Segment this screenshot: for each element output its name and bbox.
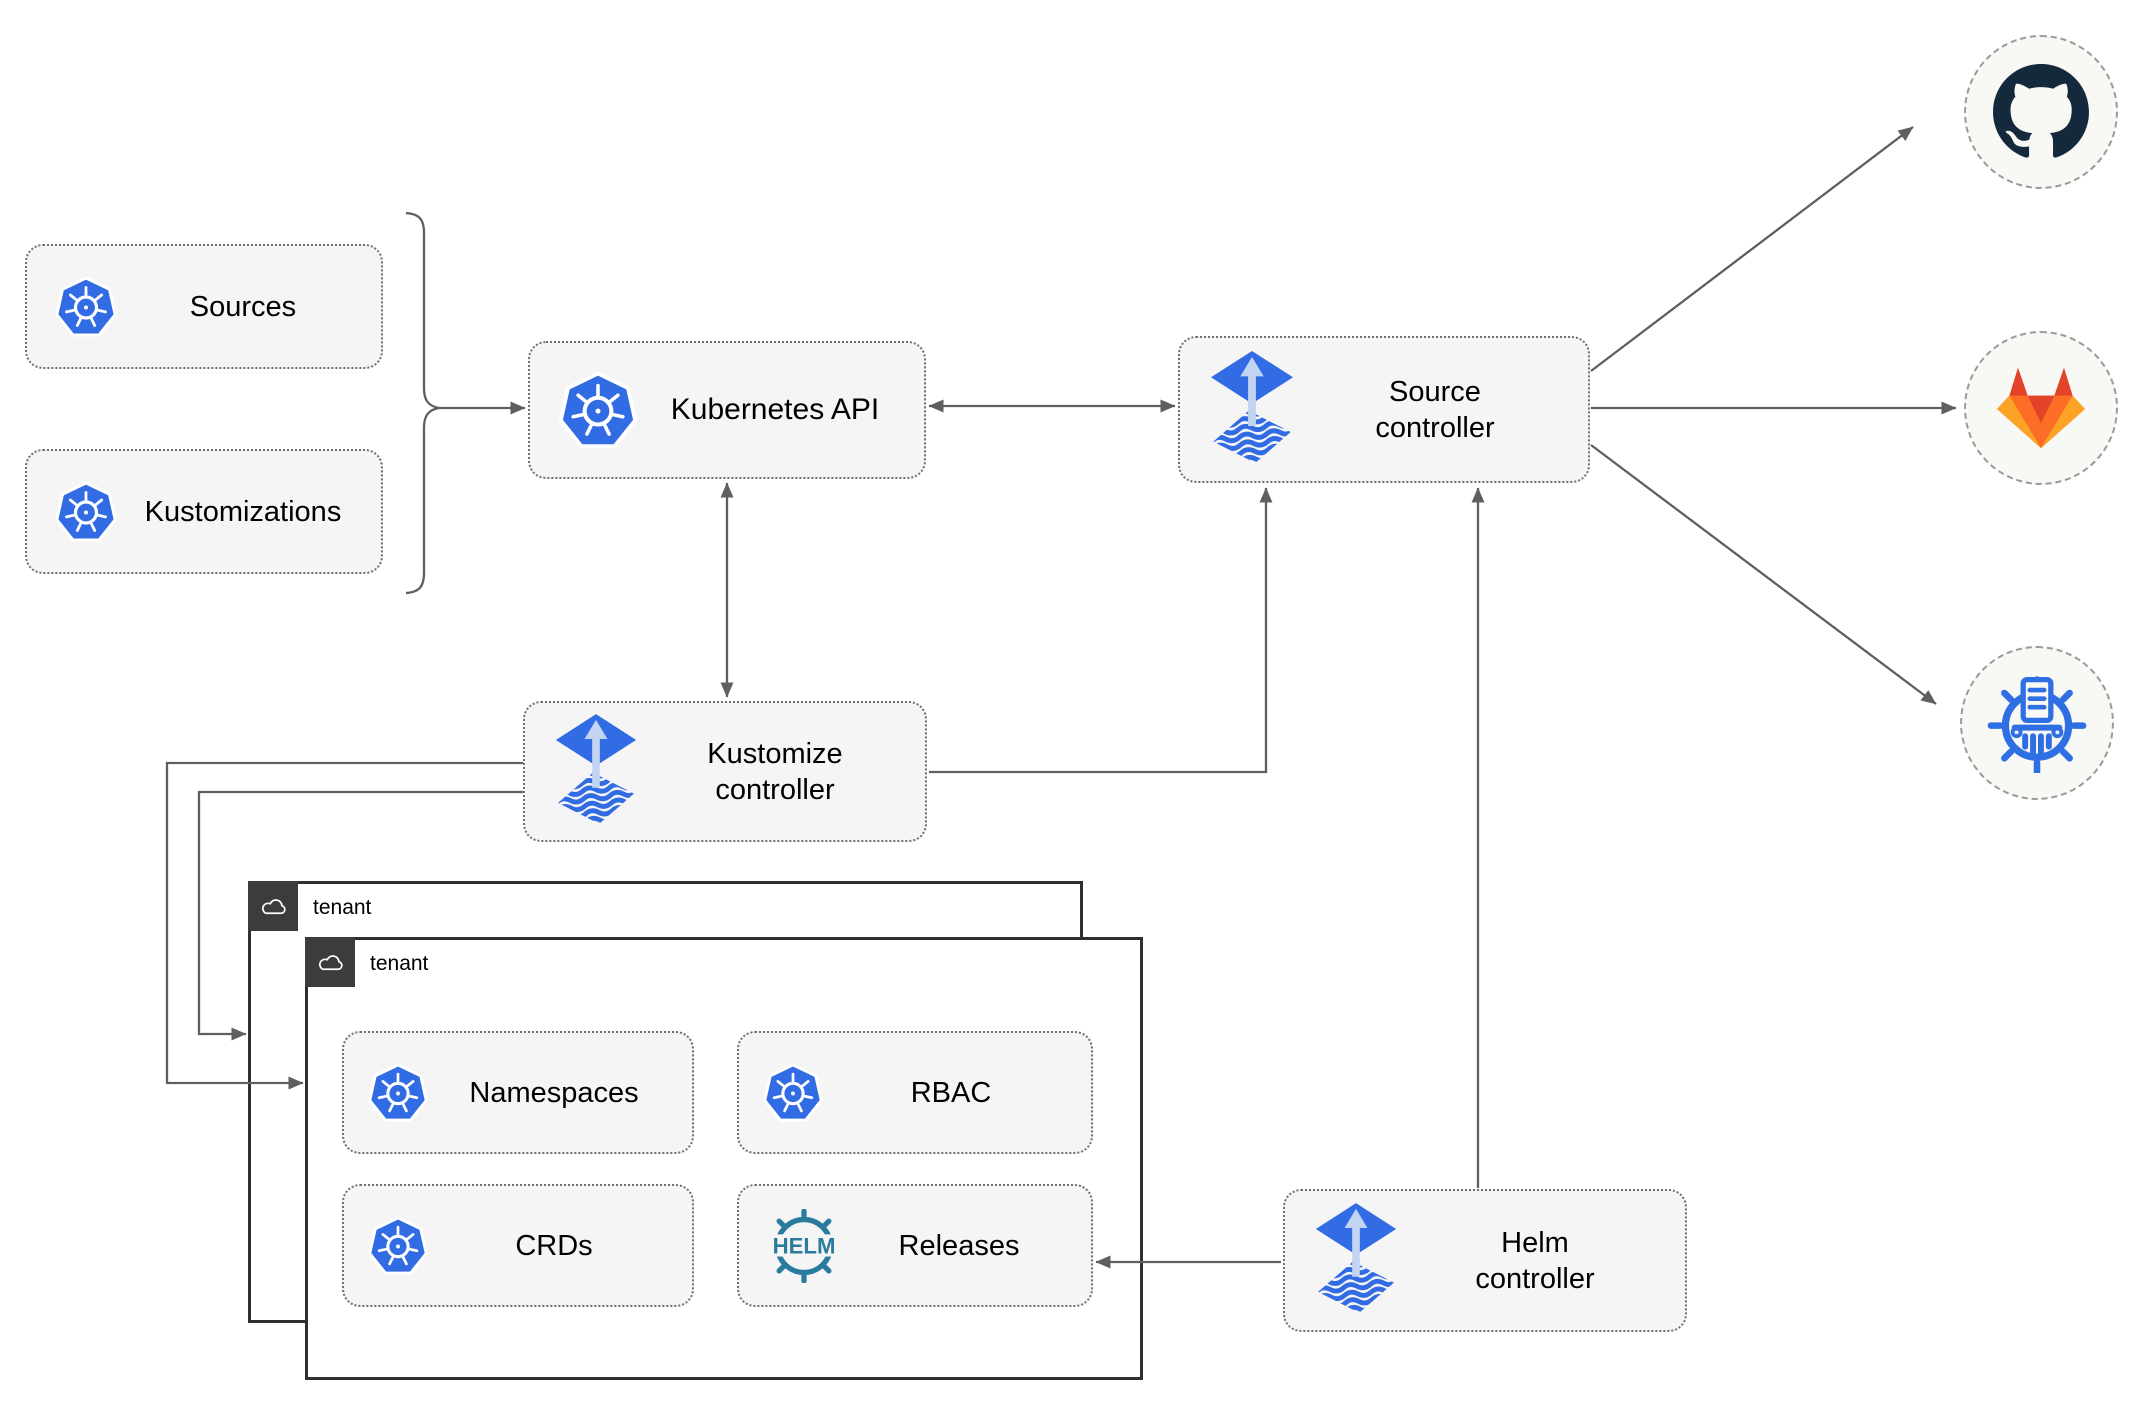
flux-icon [553, 713, 639, 830]
node-label: Kustomize controller [639, 736, 925, 808]
node-crds: CRDs [342, 1184, 694, 1307]
tenant-tab [248, 881, 298, 931]
node-label-line2: controller [715, 773, 835, 806]
node-rbac: RBAC [737, 1031, 1093, 1154]
node-label: Kubernetes API [670, 393, 880, 426]
node-label-line1: Kustomize [707, 737, 843, 770]
node-helm-controller: Helm controller [1283, 1189, 1687, 1332]
node-label: Source controller [1296, 374, 1588, 446]
node-label: CRDs [515, 1229, 593, 1262]
kubernetes-icon [53, 275, 119, 338]
flux-icon [1313, 1202, 1399, 1319]
gitlab-icon [1997, 367, 2085, 449]
node-kustomize-controller: Kustomize controller [523, 701, 927, 842]
node-label: Namespaces [469, 1076, 639, 1109]
node-releases: HELM Releases [737, 1184, 1093, 1307]
tenant-label: tenant [313, 896, 372, 919]
kubernetes-icon [761, 1062, 825, 1123]
node-label-line2: controller [1475, 1262, 1595, 1295]
cloud-icon [261, 898, 286, 914]
node-sources: Sources [25, 244, 383, 369]
node-namespaces: Namespaces [342, 1031, 694, 1154]
chartmuseum-icon [1987, 673, 2087, 773]
node-kubernetes-api: Kubernetes API [528, 341, 926, 479]
edge-kustomizectrl-to-sourcectrl [929, 487, 1273, 774]
bracket-sources-kustomizations [405, 211, 440, 595]
node-label: RBAC [910, 1076, 992, 1109]
helm-logo-text: HELM [773, 1233, 836, 1258]
kubernetes-icon [53, 480, 119, 543]
flux-icon [1208, 350, 1296, 469]
node-label-line2: controller [1375, 411, 1495, 444]
cloud-icon [318, 954, 343, 970]
github-icon [1993, 64, 2089, 158]
tenant-label: tenant [370, 952, 429, 975]
node-label: Kustomizations [144, 495, 342, 528]
tenant-group-inner: tenant [305, 937, 1143, 1380]
kubernetes-icon [366, 1062, 430, 1123]
node-label-line1: Source [1389, 375, 1481, 408]
edge-sourcectrl-to-github [1590, 126, 1914, 372]
node-source-controller: Source controller [1178, 336, 1590, 483]
node-label: Sources [189, 290, 297, 323]
kubernetes-icon [556, 371, 640, 450]
kubernetes-icon [366, 1215, 430, 1276]
helm-icon: HELM [767, 1209, 841, 1283]
edge-sourcectrl-to-chartmuseum [1590, 444, 1937, 705]
node-label: Releases [898, 1229, 1020, 1262]
external-gitlab [1964, 331, 2118, 485]
node-kustomizations: Kustomizations [25, 449, 383, 574]
node-label-line1: Helm [1501, 1226, 1569, 1259]
external-chartmuseum [1960, 646, 2114, 800]
external-github [1964, 35, 2118, 189]
node-label: Helm controller [1399, 1225, 1685, 1297]
tenant-tab [305, 937, 355, 987]
